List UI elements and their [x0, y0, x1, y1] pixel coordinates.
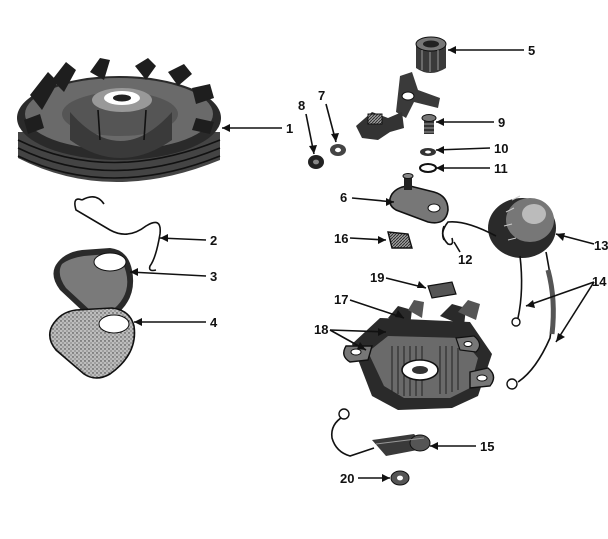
callout-17: 17 [334, 292, 348, 307]
wire-spring [74, 196, 162, 272]
flywheel [17, 58, 221, 183]
washer-7 [330, 144, 346, 156]
cap [415, 36, 447, 73]
callout-5: 5 [528, 43, 535, 58]
callout-2: 2 [210, 233, 217, 248]
callout-3: 3 [210, 269, 217, 284]
callout-11: 11 [494, 161, 508, 176]
coil [441, 195, 556, 390]
callout-13: 13 [594, 238, 608, 253]
callout-6: 6 [340, 190, 347, 205]
washer-11 [419, 163, 437, 173]
cover-plate [53, 248, 134, 322]
callout-8: 8 [298, 98, 305, 113]
plate-19 [427, 281, 457, 299]
armature [343, 300, 495, 410]
gasket [48, 307, 136, 379]
callout-10: 10 [494, 141, 508, 156]
callout-16: 16 [334, 231, 348, 246]
callout-4: 4 [210, 315, 218, 330]
screw-9 [421, 114, 437, 134]
callout-1: 1 [286, 121, 293, 136]
callout-14: 14 [592, 274, 607, 289]
callout-12: 12 [458, 252, 472, 267]
leader-lines [129, 46, 595, 482]
condenser-15 [330, 408, 431, 457]
callout-19: 19 [370, 270, 384, 285]
nut-20 [390, 470, 410, 486]
callout-labels: 1 2 3 4 5 6 7 8 9 10 11 12 13 14 15 16 1… [210, 43, 608, 486]
washer-10 [420, 148, 436, 156]
nut-8 [308, 155, 324, 169]
callout-15: 15 [480, 439, 494, 454]
block-16 [387, 231, 413, 249]
clip-12 [441, 225, 454, 246]
point-bracket [356, 72, 449, 224]
callout-7: 7 [318, 88, 325, 103]
callout-20: 20 [340, 471, 354, 486]
callout-9: 9 [498, 115, 505, 130]
callout-18: 18 [314, 322, 328, 337]
